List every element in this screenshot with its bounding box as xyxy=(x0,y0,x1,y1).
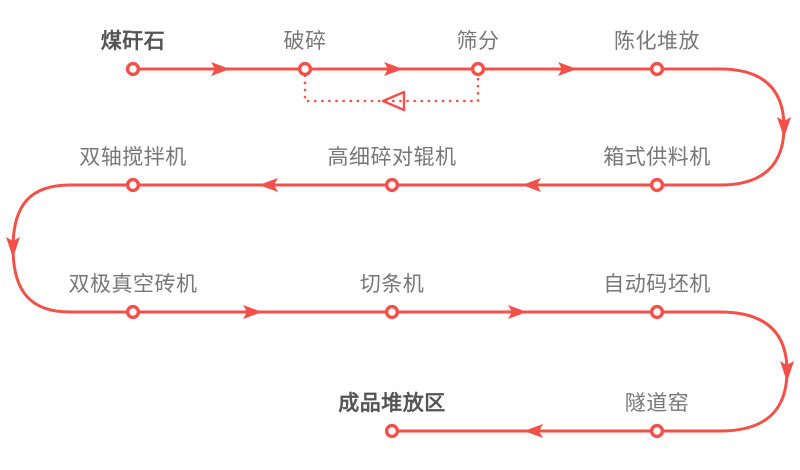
feedback-loop-screening-to-crushing xyxy=(303,70,480,112)
arrow-left-icon xyxy=(524,424,543,438)
node-ring-coal-gangue[interactable] xyxy=(125,61,141,77)
arrow-right-icon xyxy=(243,305,262,319)
node-label-twin-shaft-mixer: 双轴搅拌机 xyxy=(79,146,187,169)
node-ring-finished-product-yard[interactable] xyxy=(384,423,400,439)
arrowheads-row1 xyxy=(211,62,791,138)
node-ring-vacuum-extruder[interactable] xyxy=(125,304,141,320)
node-ring-aging-stacking[interactable] xyxy=(649,61,665,77)
node-label-strip-cutter: 切条机 xyxy=(359,273,425,296)
arrow-left-icon xyxy=(522,178,541,192)
node-label-coal-gangue: 煤矸石 xyxy=(100,30,166,53)
arrow-down-icon xyxy=(777,117,791,138)
segment-uturn-right-bottom xyxy=(718,310,789,433)
arrow-down-icon xyxy=(780,361,794,382)
segment-feedback-dotted xyxy=(303,70,480,103)
node-label-box-feeder: 箱式供料机 xyxy=(603,146,711,169)
node-ring-fine-roller-crusher[interactable] xyxy=(384,177,400,193)
node-label-screening: 筛分 xyxy=(456,30,500,53)
connector-row4 xyxy=(390,424,722,438)
segment-uturn-left xyxy=(11,183,72,314)
arrow-left-hollow-icon xyxy=(381,90,406,112)
node-ring-strip-cutter[interactable] xyxy=(384,304,400,320)
arrow-left-icon xyxy=(259,178,278,192)
node-ring-crushing[interactable] xyxy=(297,61,313,77)
arrow-down-icon xyxy=(6,237,20,258)
node-label-tunnel-kiln: 隧道窑 xyxy=(624,392,690,415)
arrow-right-icon xyxy=(211,62,230,76)
arrowheads-row2 xyxy=(6,178,541,258)
arrow-right-icon xyxy=(508,305,527,319)
node-label-auto-stacker: 自动码坯机 xyxy=(603,273,711,296)
node-label-aging-stacking: 陈化堆放 xyxy=(614,30,700,53)
arrow-right-icon xyxy=(384,62,403,76)
node-ring-twin-shaft-mixer[interactable] xyxy=(125,177,141,193)
segment-uturn-right-top xyxy=(718,67,786,187)
node-label-crushing: 破碎 xyxy=(283,30,327,53)
arrow-right-icon xyxy=(558,62,577,76)
node-rings xyxy=(125,61,665,439)
node-label-finished-product-yard: 成品堆放区 xyxy=(338,392,446,415)
node-label-vacuum-extruder: 双极真空砖机 xyxy=(68,273,198,296)
arrowheads-row3 xyxy=(243,305,794,382)
node-ring-screening[interactable] xyxy=(470,61,486,77)
node-label-fine-roller-crusher: 高细碎对辊机 xyxy=(327,146,457,169)
node-ring-auto-stacker[interactable] xyxy=(649,304,665,320)
node-ring-box-feeder[interactable] xyxy=(649,177,665,193)
node-ring-tunnel-kiln[interactable] xyxy=(649,423,665,439)
